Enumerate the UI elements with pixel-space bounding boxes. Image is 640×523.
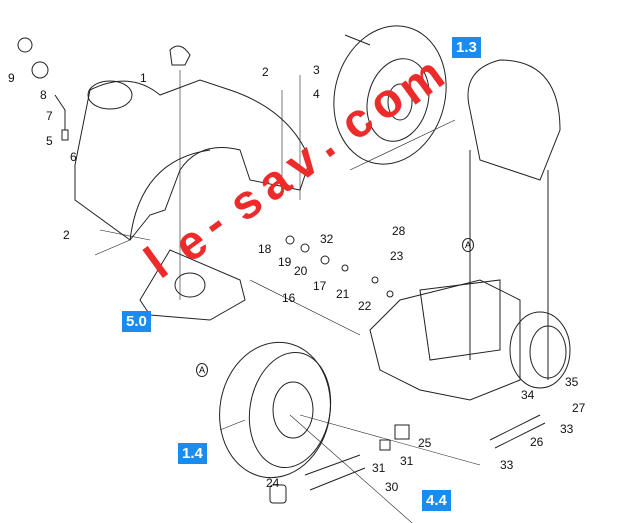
part-label: 32 <box>320 232 334 246</box>
part-label: 28 <box>392 224 406 238</box>
callout-a: A <box>462 238 474 252</box>
part-label: 8 <box>40 88 47 102</box>
part-label: 19 <box>278 255 292 269</box>
part-label: 35 <box>565 375 579 389</box>
section-ref-badge[interactable]: 5.0 <box>122 311 151 332</box>
part-label: 33 <box>500 458 514 472</box>
motor-pump-unit <box>369 279 571 401</box>
part-label: 22 <box>358 299 372 313</box>
part-label: 24 <box>266 476 280 490</box>
part-label: 5 <box>46 134 53 148</box>
callout-a: A <box>196 363 208 377</box>
handle-frame <box>467 59 561 380</box>
part-label: 31 <box>372 461 386 475</box>
section-ref-badge[interactable]: 1.3 <box>452 37 481 58</box>
hose-coupling-parts <box>269 235 546 504</box>
part-label: 21 <box>336 287 350 301</box>
part-label: 34 <box>521 388 535 402</box>
part-label: 7 <box>46 109 53 123</box>
part-label: 20 <box>294 264 308 278</box>
part-label: 1 <box>140 71 147 85</box>
part-label: 30 <box>385 480 399 494</box>
part-label: 27 <box>572 401 586 415</box>
part-label: 17 <box>313 279 327 293</box>
part-label: 26 <box>530 435 544 449</box>
part-label: 23 <box>390 249 404 263</box>
part-label: 33 <box>560 422 574 436</box>
housing-shell <box>74 79 311 241</box>
part-label: 9 <box>8 71 15 85</box>
part-label: 3 <box>313 63 320 77</box>
front-wheel <box>219 341 332 479</box>
part-label: 16 <box>282 291 296 305</box>
part-label: 31 <box>400 454 414 468</box>
part-label: 2 <box>262 65 269 79</box>
part-label: 25 <box>418 436 432 450</box>
leader-lines <box>94 70 481 523</box>
part-label: 2 <box>63 228 70 242</box>
part-label: 4 <box>313 87 320 101</box>
hose-reel-wheel <box>333 25 447 165</box>
section-ref-badge[interactable]: 1.4 <box>178 443 207 464</box>
part-label: 18 <box>258 242 272 256</box>
section-ref-badge[interactable]: 4.4 <box>422 490 451 511</box>
small-parts-left <box>17 37 191 141</box>
part-label: 6 <box>70 150 77 164</box>
